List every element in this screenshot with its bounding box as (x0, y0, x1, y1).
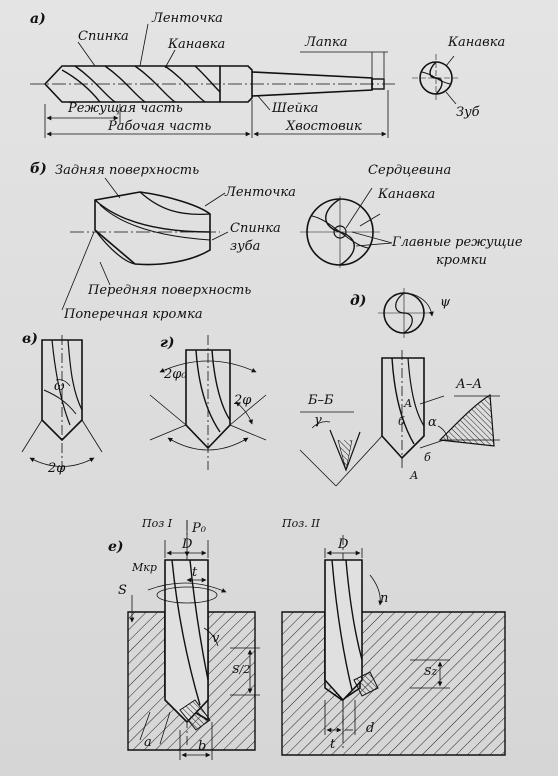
label-khvostovik: Хвостовик (286, 119, 362, 134)
label-aa: А–А (456, 377, 483, 392)
label-rezhushchaya: Режущая часть (68, 101, 183, 116)
label-perednyaya: Передняя поверхность (88, 283, 252, 298)
label-b-bottom: б (424, 451, 431, 464)
label-bb: Б–Б (308, 393, 334, 408)
label-lentochka: Ленточка (152, 11, 223, 26)
label-kanavka: Канавка (168, 37, 226, 52)
label-zadnyaya: Задняя поверхность (55, 163, 200, 178)
panel-e-tag: е) (108, 539, 124, 555)
label-rabochaya: Рабочая часть (108, 119, 212, 134)
drill-side-view (30, 23, 395, 138)
drilling-position-2 (281, 535, 506, 756)
drill-cross-section (300, 187, 393, 268)
label-lapka: Лапка (305, 35, 348, 50)
panel-b-tag: б) (30, 161, 47, 177)
label-omega: ω (54, 379, 65, 394)
label-d2: D (338, 537, 349, 552)
label-b: b (198, 739, 207, 754)
angles-view (299, 288, 500, 487)
label-spinka: Спинка (78, 29, 129, 44)
drilling-position-1 (127, 520, 260, 760)
label-gamma: γ (314, 413, 322, 428)
label-t1: t (192, 565, 198, 580)
panel-a-tag: а) (30, 11, 46, 27)
label-v: v (212, 631, 220, 646)
panel-d-tag: д) (350, 293, 367, 309)
label-a-top: А (404, 397, 413, 410)
label-lentochka-b: Ленточка (225, 185, 296, 200)
label-sheika: Шейка (272, 101, 319, 116)
label-poz1: Поз I (142, 517, 173, 530)
label-t2: t (330, 737, 336, 752)
label-kanavka-end: Канавка (448, 35, 506, 50)
label-b-mid: б (398, 415, 405, 428)
label-two-phi-v: 2φ (48, 461, 66, 476)
drill-end-view (412, 54, 460, 105)
label-p0: P₀ (192, 521, 206, 536)
label-sz: Sz (424, 665, 438, 678)
label-s-half: S/2 (232, 663, 251, 676)
label-a-bottom: А (410, 469, 419, 482)
label-d-small: d (366, 721, 375, 736)
label-glavnye2: кромки (436, 253, 487, 268)
label-two-phi0: 2φ₀ (164, 367, 187, 382)
label-d1: D (182, 537, 193, 552)
helix-angle-view (21, 335, 103, 470)
label-s: S (118, 583, 127, 598)
label-mkr: Mкр (132, 561, 157, 574)
panel-v-tag: в) (22, 331, 38, 347)
label-poperechnaya: Поперечная кромка (64, 307, 203, 322)
label-n: n (380, 591, 389, 606)
label-glavnye1: Главные режущие (392, 235, 523, 250)
label-kanavka-b: Канавка (378, 187, 436, 202)
point-angle-view (149, 335, 267, 470)
label-spinka-b: Спинка (230, 221, 281, 236)
label-serdtsevina: Сердцевина (368, 163, 452, 178)
label-zuba: зуба (230, 239, 261, 254)
label-alpha: α (428, 415, 437, 430)
label-a: a (144, 735, 152, 750)
panel-g-tag: г) (160, 335, 175, 351)
label-two-phi-g: 2φ (234, 393, 252, 408)
label-zub: Зуб (456, 105, 480, 120)
label-poz2: Поз. II (282, 517, 320, 530)
label-psi: ψ (440, 295, 451, 310)
drill-tip-view (61, 177, 229, 311)
